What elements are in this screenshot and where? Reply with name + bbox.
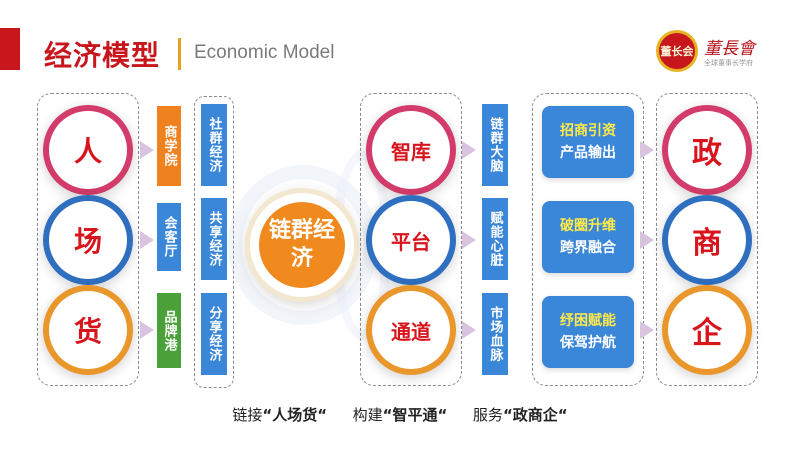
circle-business: 商 [674,207,740,273]
circle-label: 商 [692,226,722,261]
brand-logo-script: 董長會 [704,39,755,59]
service-line2: 产品输出 [560,145,616,161]
people-field-goods-group [37,93,139,386]
center-label: 链群经济 [259,202,345,288]
arrow-icon [462,141,476,159]
footer-value-serve: “政商企“ [502,406,568,424]
center-chain-economy: 链群经济 [250,193,354,297]
gov-business-enterprise-group [656,93,758,386]
arrow-icon [140,231,154,249]
tag-brand-harbor: 品牌港 [157,293,181,368]
service-line1: 破圈升维 [560,218,616,234]
circle-think-tank: 智库 [378,117,444,183]
title-separator [178,38,181,70]
circle-enterprise: 企 [674,297,740,363]
circle-field: 场 [55,207,121,273]
arrow-icon [462,231,476,249]
tag-sharing-economy: 共享经济 [201,198,227,280]
circle-people: 人 [55,117,121,183]
circle-government: 政 [674,117,740,183]
circle-label: 智库 [391,139,431,164]
tag-empower-heart: 赋能心脏 [482,198,508,280]
economy-types-group [194,96,234,388]
circle-label: 人 [73,135,102,168]
arrow-icon [640,231,654,249]
service-box-relief: 纾困赋能 保驾护航 [542,296,634,368]
service-line2: 保驾护航 [560,335,616,351]
footer-label-link: 链接 [232,406,263,424]
service-box-investment: 招商引资 产品输出 [542,106,634,178]
service-line2: 跨界融合 [560,240,616,256]
arrow-icon [640,141,654,159]
footer-value-build: “智平通“ [382,406,448,424]
tag-market-vein: 市场血脉 [482,293,508,375]
tag-community-economy: 社群经济 [201,104,227,186]
footer-label-build: 构建 [352,406,383,424]
tag-lounge: 会客厅 [157,203,181,271]
circle-label: 货 [73,315,102,348]
page-title: 经济模型 [44,39,161,72]
page-subtitle: Economic Model [194,42,335,63]
arrow-icon [140,321,154,339]
brand-logo-subtitle: 全球董事长学府 [704,59,753,67]
brand-logo-icon: 董长会 [656,30,698,72]
footer-value-link: “人场货“ [262,406,328,424]
tag-chain-brain: 链群大脑 [482,104,508,186]
arrow-icon [140,141,154,159]
circle-label: 通道 [391,319,431,344]
title-accent-bar [0,28,20,70]
circle-label: 政 [692,136,722,171]
circle-platform: 平台 [378,207,444,273]
service-line1: 招商引资 [560,123,616,139]
circle-label: 场 [73,225,102,258]
footer-summary: 链接“人场货“ 构建“智平通“ 服务“政商企“ [0,404,800,425]
footer-label-serve: 服务 [472,406,503,424]
service-box-crossover: 破圈升维 跨界融合 [542,201,634,273]
arrow-icon [462,321,476,339]
circle-goods: 货 [55,297,121,363]
arrow-icon [640,321,654,339]
think-platform-channel-group [360,93,462,386]
tag-sharing-economy-2: 分享经济 [201,293,227,375]
circle-label: 企 [692,316,722,351]
circle-label: 平台 [391,229,431,254]
circle-channel: 通道 [378,297,444,363]
tag-business-school: 商学院 [157,106,181,186]
service-line1: 纾困赋能 [560,313,616,329]
logo-seal-text: 董长会 [660,45,694,58]
